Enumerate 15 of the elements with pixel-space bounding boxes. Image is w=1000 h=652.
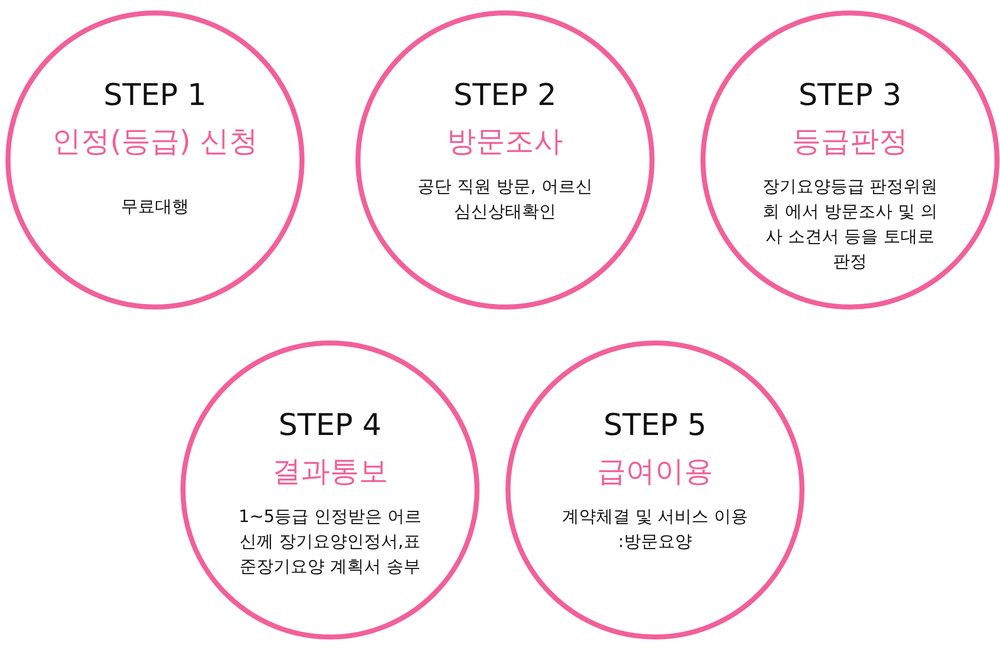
step-description: 장기요양등급 판정위원회 에서 방문조사 및 의사 소견서 등을 토대로 판정	[761, 176, 939, 274]
step-description: 계약체결 및 서비스 이용 :방문요양	[560, 506, 750, 554]
step-title: 급여이용	[596, 453, 714, 490]
step-title: 등급판정	[791, 123, 909, 160]
step-number: STEP 2	[452, 78, 558, 113]
step-title: 방문조사	[446, 123, 564, 160]
step-number: STEP 5	[602, 408, 708, 443]
step-number: STEP 4	[277, 408, 383, 443]
step-description: 1~5등급 인정받은 어르신께 장기요양인정서,표준장기요양 계획서 송부	[238, 506, 422, 579]
step-number: STEP 1	[102, 78, 208, 113]
step-title: 인정(등급) 신청	[51, 123, 259, 160]
step-number: STEP 3	[797, 78, 903, 113]
step-description: 공단 직원 방문, 어르신 심신상태확인	[416, 176, 594, 224]
step-title: 결과통보	[271, 453, 389, 490]
step-description: 무료대행	[120, 196, 190, 219]
